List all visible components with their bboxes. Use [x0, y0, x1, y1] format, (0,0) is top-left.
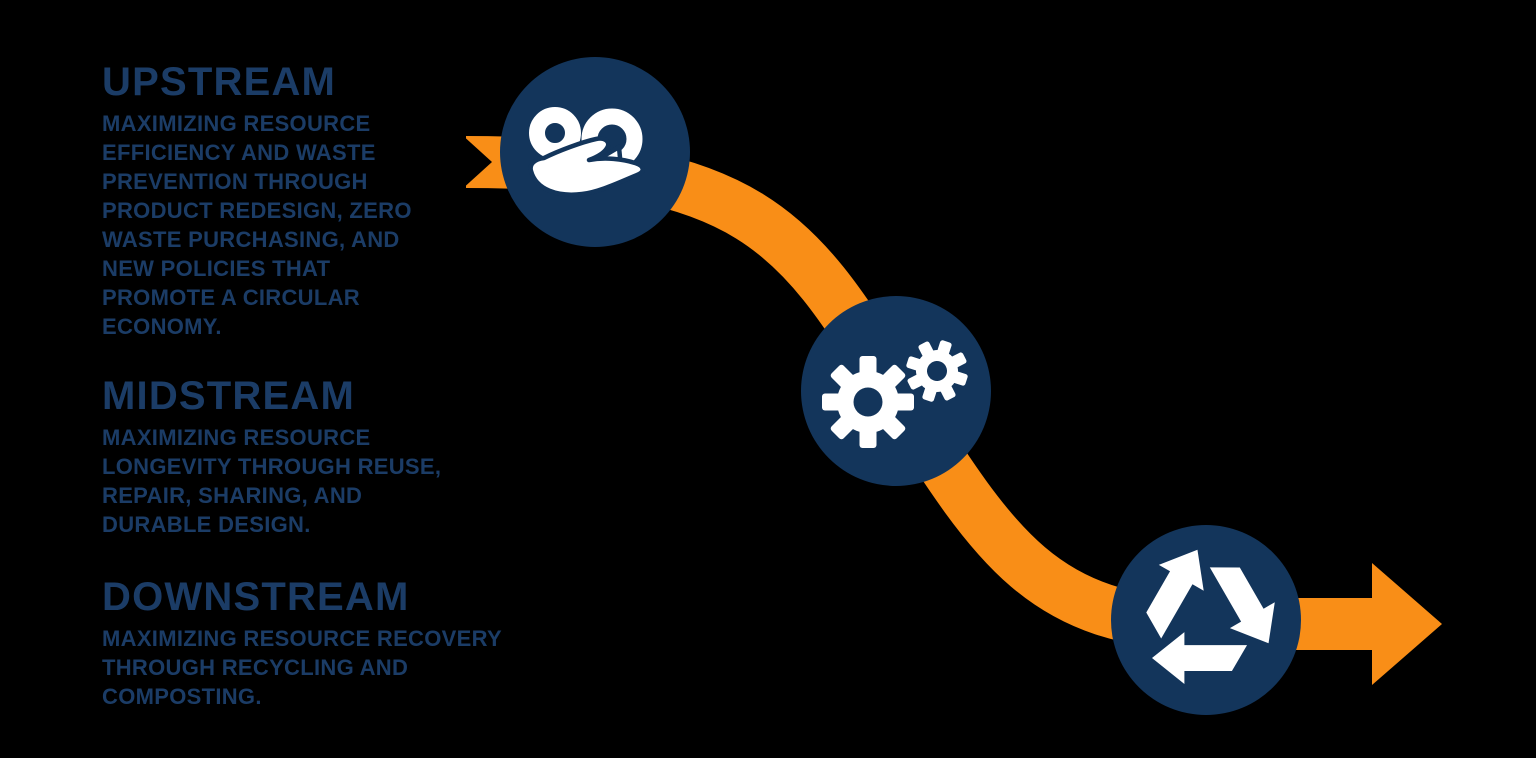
flow-arrow-tail-notch [460, 133, 492, 191]
downstream-description: MAXIMIZING RESOURCE RECOVERY THROUGH REC… [102, 626, 502, 709]
midstream-label-block: MIDSTREAM MAXIMIZING RESOURCE LONGEVITY … [102, 376, 441, 539]
small-gear [906, 340, 968, 402]
hand-shape [528, 136, 645, 197]
circular-economy-hand-icon [528, 107, 645, 197]
recycling-icon [1146, 549, 1275, 684]
downstream-circle [1111, 525, 1301, 715]
midstream-description: MAXIMIZING RESOURCE LONGEVITY THROUGH RE… [102, 425, 442, 537]
downstream-title: DOWNSTREAM [102, 575, 410, 619]
large-gear [822, 356, 914, 448]
upstream-description: MAXIMIZING RESOURCE EFFICIENCY AND WASTE… [102, 111, 412, 339]
gears-icon [822, 340, 968, 448]
upstream-title: UPSTREAM [102, 60, 337, 104]
midstream-title: MIDSTREAM [102, 374, 356, 418]
downstream-label-block: DOWNSTREAM MAXIMIZING RESOURCE RECOVERY … [102, 577, 502, 711]
midstream-node [801, 296, 991, 486]
flow-arrow-head [1372, 563, 1442, 685]
downstream-node [1111, 525, 1301, 715]
upstream-node [500, 57, 690, 247]
upstream-label-block: UPSTREAM MAXIMIZING RESOURCE EFFICIENCY … [102, 62, 412, 341]
